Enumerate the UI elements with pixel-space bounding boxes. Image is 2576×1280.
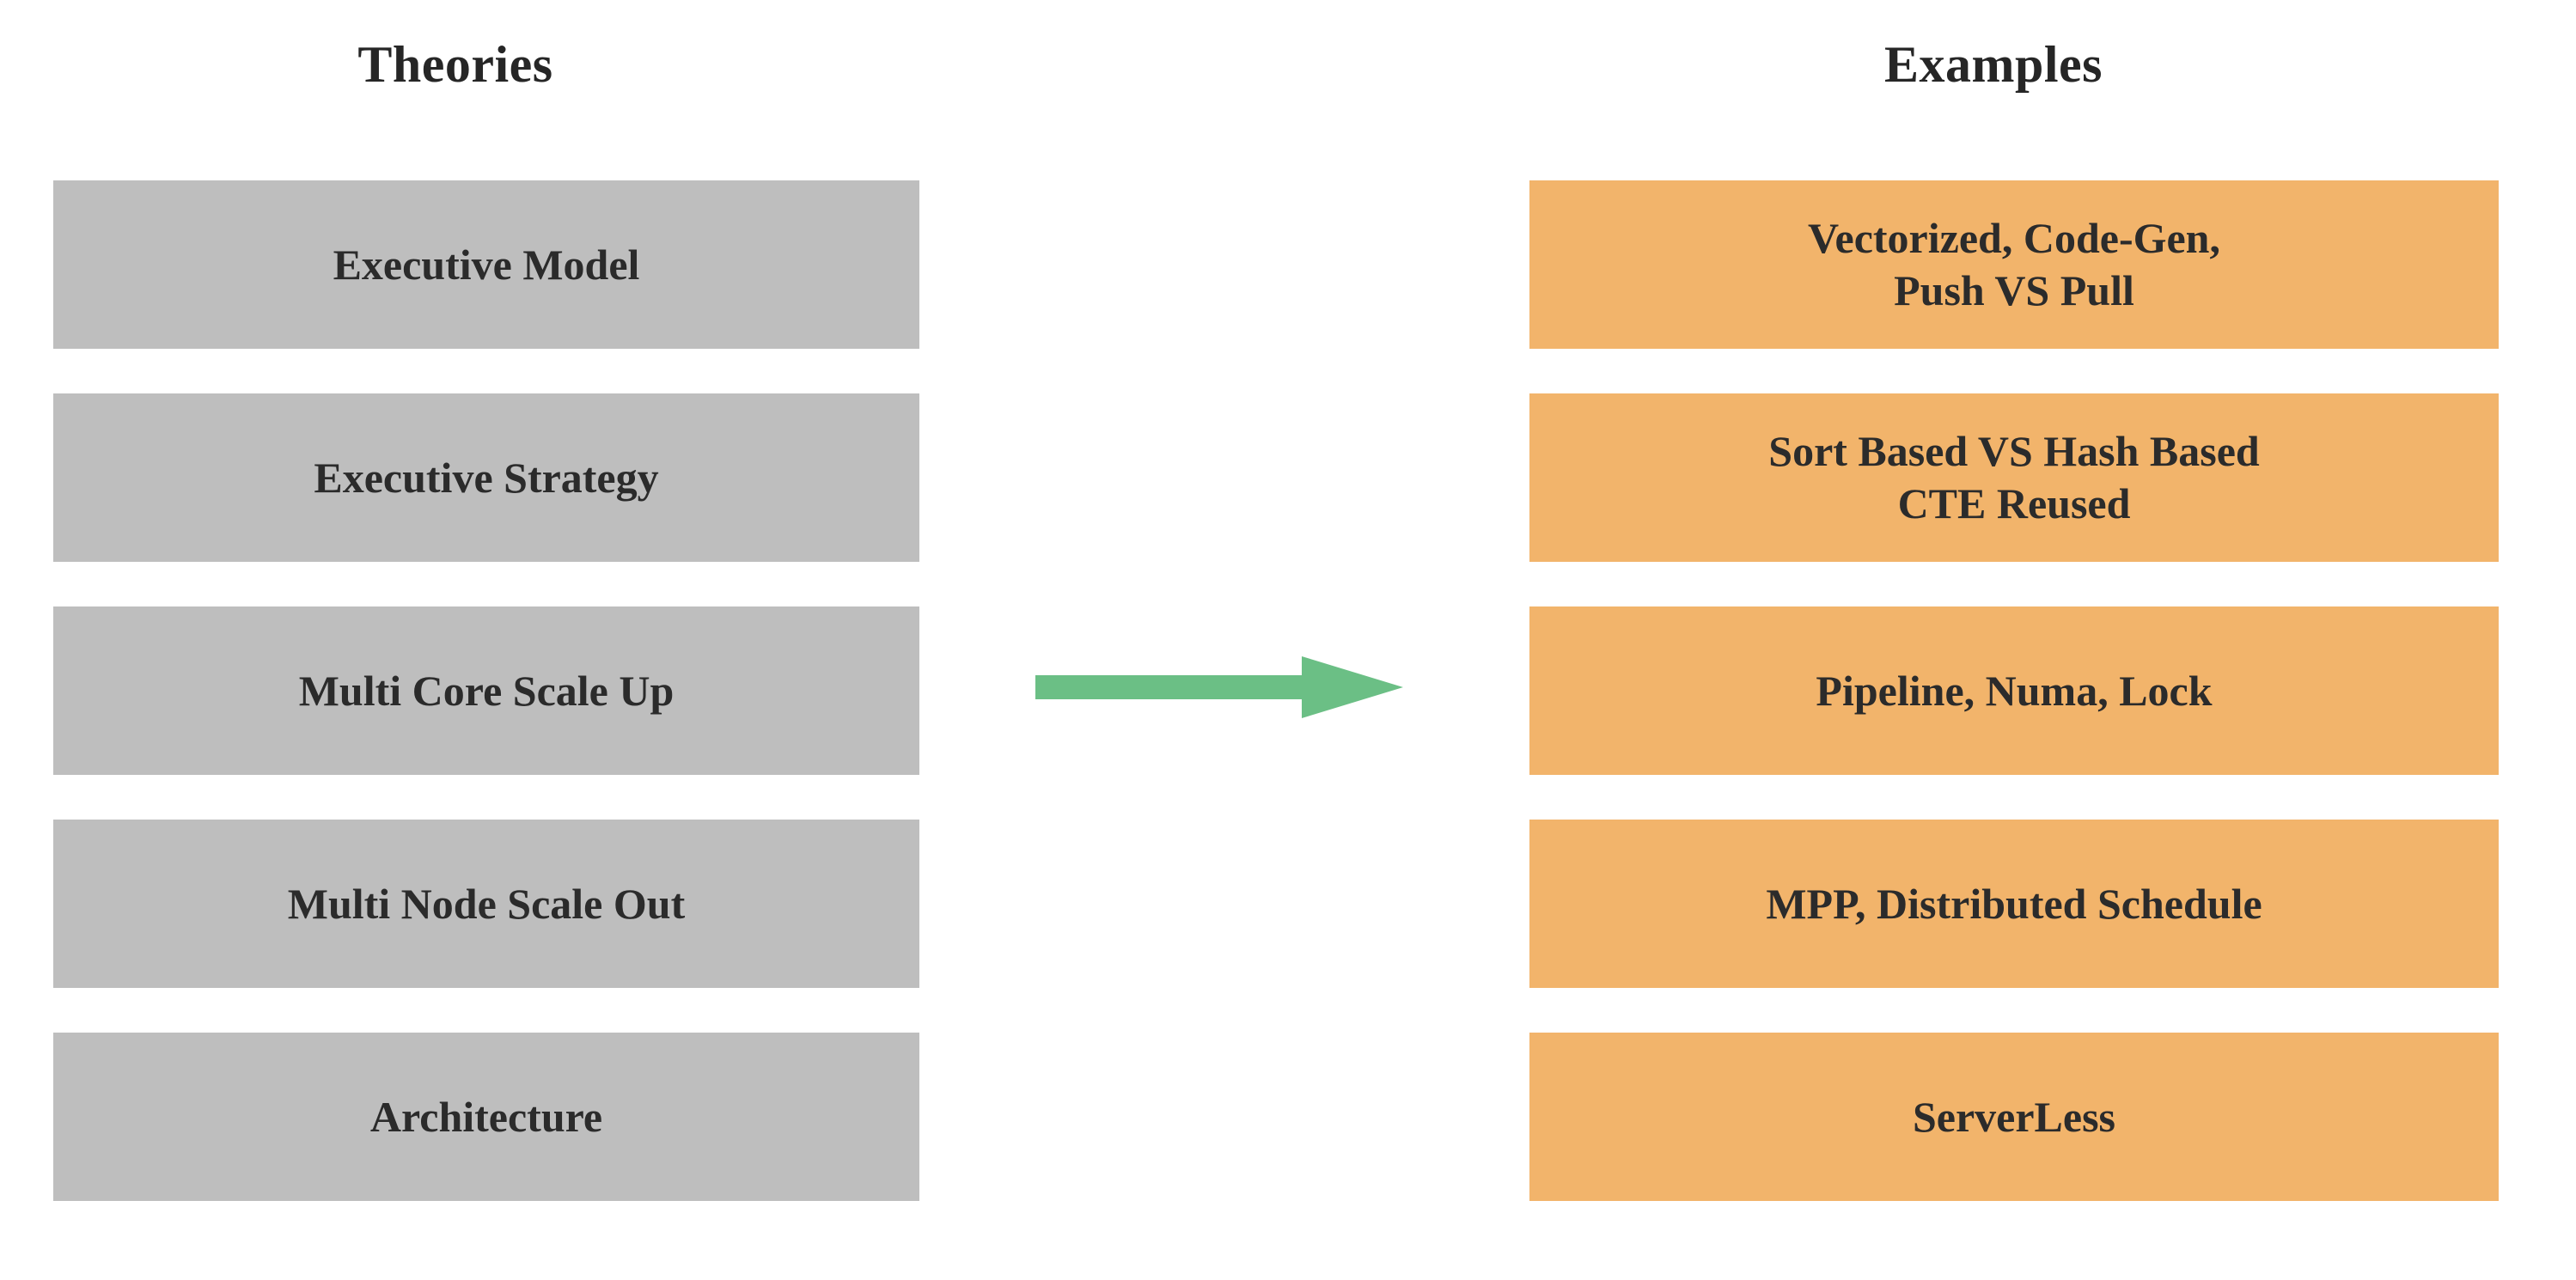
example-box-execution-strategy: Sort Based VS Hash Based CTE Reused [1529,393,2499,562]
examples-column-title: Examples [1883,36,2103,93]
example-box-multi-core: Pipeline, Numa, Lock [1529,606,2499,775]
example-box-multi-node: MPP, Distributed Schedule [1529,820,2499,988]
example-box-execution-model: Vectorized, Code-Gen, Push VS Pull [1529,180,2499,349]
theory-box-multi-node-scale-out: Multi Node Scale Out [53,820,919,988]
theory-box-executive-strategy: Executive Strategy [53,393,919,562]
theories-column: Executive Model Executive Strategy Multi… [53,180,919,1201]
theories-column-title: Theories [357,36,553,93]
example-box-architecture: ServerLess [1529,1033,2499,1201]
theory-box-executive-model: Executive Model [53,180,919,349]
theory-box-multi-core-scale-up: Multi Core Scale Up [53,606,919,775]
right-arrow-icon [1035,656,1403,718]
examples-column: Vectorized, Code-Gen, Push VS Pull Sort … [1529,180,2499,1201]
theory-box-architecture: Architecture [53,1033,919,1201]
